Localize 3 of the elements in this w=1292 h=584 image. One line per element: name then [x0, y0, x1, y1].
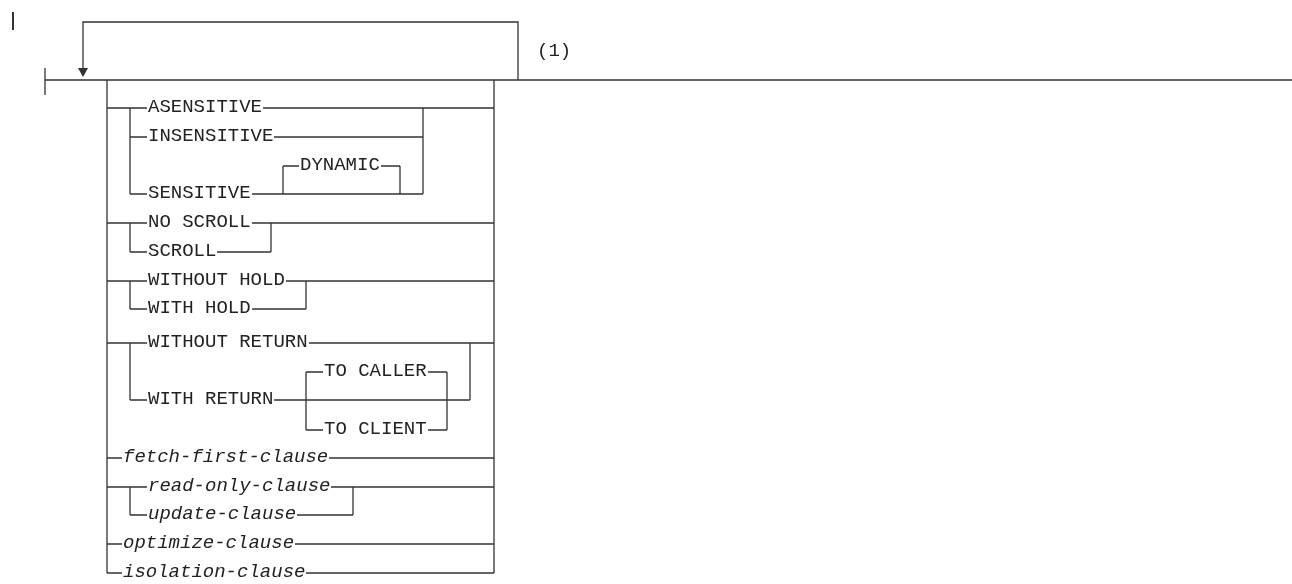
syntax-variable: optimize-clause	[122, 533, 296, 553]
syntax-variable: read-only-clause	[147, 476, 332, 496]
syntax-variable: update-clause	[147, 504, 298, 524]
